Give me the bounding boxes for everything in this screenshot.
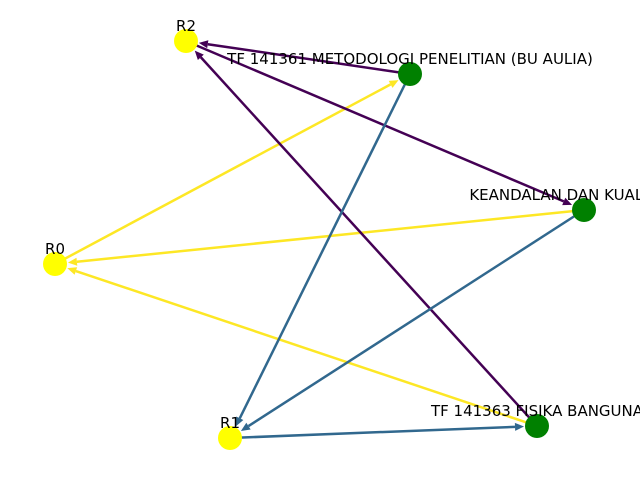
node-label-r0: R0: [45, 240, 65, 258]
node-label-c2: KEANDALAN DAN KUALITAS PE: [469, 186, 640, 204]
node-label-c3: TF 141363 FISIKA BANGUNA: [430, 402, 640, 420]
edge-arrowhead-c2-to-r0: [67, 257, 78, 266]
edge-arrowhead-c1-to-r1: [235, 416, 244, 427]
edge-c1-to-r1: [238, 73, 412, 419]
edge-arrowhead-c2-to-r1: [240, 422, 251, 431]
edge-r0-to-c1: [54, 83, 392, 266]
node-label-c1: TF 141361 METODOLOGI PENELITIAN (BU AULI…: [226, 50, 593, 68]
node-label-r2: R2: [176, 17, 196, 35]
edge-arrowhead-r1-to-c3: [514, 422, 525, 431]
edge-r1-to-c3: [229, 425, 516, 440]
node-c3: [525, 414, 549, 438]
node-r1: [218, 426, 242, 450]
node-layer: [43, 29, 596, 450]
edge-arrowhead-r2-to-c2: [562, 197, 573, 206]
edge-c3-to-r2: [199, 56, 538, 427]
edge-c1-to-r2: [207, 42, 411, 76]
edge-c3-to-r0: [75, 269, 538, 428]
edge-arrowhead-c3-to-r2: [194, 50, 204, 60]
node-label-r1: R1: [220, 414, 240, 432]
node-c1: [398, 62, 422, 86]
edge-arrowhead-c1-to-r2: [198, 40, 209, 49]
node-r0: [43, 252, 67, 276]
edge-c2-to-r1: [247, 208, 585, 428]
edge-r2-to-c2: [185, 39, 565, 203]
edge-arrowhead-c3-to-r0: [67, 267, 78, 275]
node-c2: [572, 198, 596, 222]
node-r2: [174, 29, 198, 53]
edge-arrowhead-r0-to-c1: [388, 80, 399, 88]
edge-layer: [54, 39, 585, 440]
